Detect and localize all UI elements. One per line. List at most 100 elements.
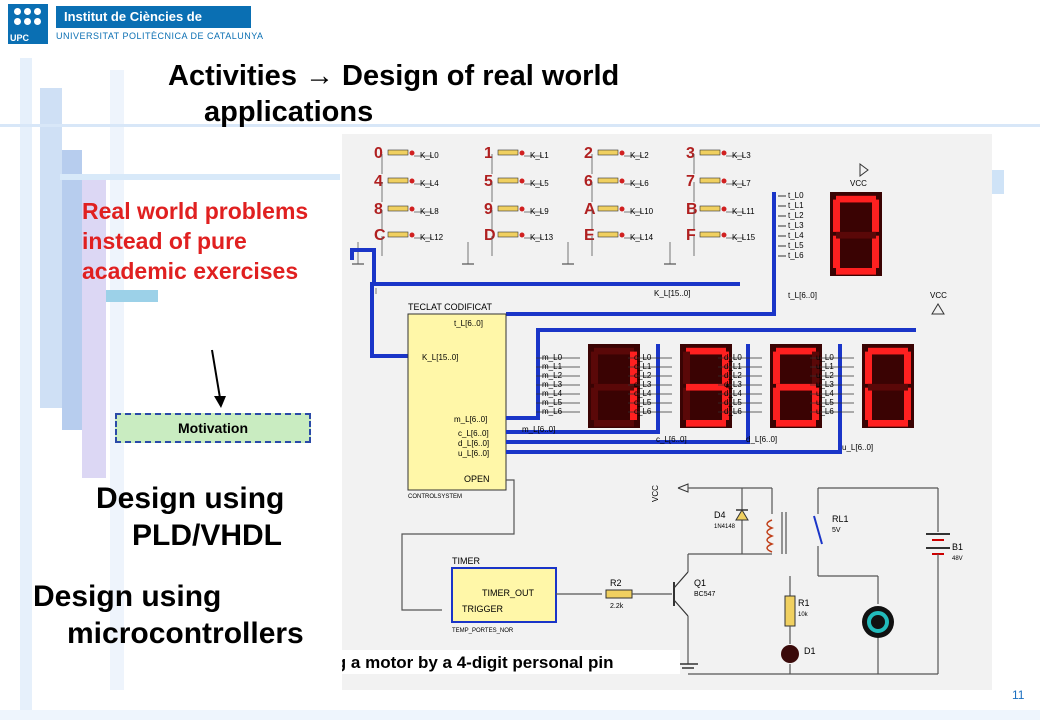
- led-d1: [781, 645, 799, 663]
- encoder-port-m: m_L[6..0]: [454, 415, 487, 424]
- key-label: 6: [584, 173, 593, 190]
- design-pld-line1: Design using: [96, 482, 285, 515]
- decorative-bar: [20, 58, 32, 718]
- key-signal: K_L10: [630, 207, 654, 216]
- encoder-port-c: c_L[6..0]: [458, 429, 489, 438]
- segment-g: [868, 383, 908, 391]
- vcc-arrow: [931, 303, 945, 315]
- segment-d: [776, 420, 816, 427]
- design-pld-line2: PLD/VHDL: [132, 519, 282, 552]
- key-switch: [387, 149, 409, 156]
- page-number: 11: [1012, 688, 1025, 702]
- timer-out-label: TIMER_OUT: [482, 588, 535, 598]
- key-signal: K_L0: [420, 151, 439, 160]
- key-signal: K_L15: [732, 233, 756, 242]
- segment-line-label: d_L1: [724, 362, 742, 371]
- b1-value: 48V: [952, 556, 963, 562]
- k-bus: K_L[15..0]: [350, 248, 740, 358]
- key-switch: [597, 205, 619, 212]
- key-label: 3: [686, 145, 695, 162]
- key-signal: K_L3: [732, 151, 751, 160]
- segment-a: [594, 347, 634, 355]
- decorative-bar: [40, 88, 62, 408]
- key-signal: K_L8: [420, 207, 439, 216]
- key-label: C: [374, 227, 386, 244]
- segment-line-label: c_L0: [634, 353, 652, 362]
- m-bus-label: m_L[6..0]: [522, 425, 555, 434]
- timer-block: TIMER TIMER_OUT TRIGGER TEMP_PORTES_NOR: [401, 479, 602, 634]
- digit-buses: m_L[6..0] c_L[6..0] d_L[6..0] u_L[6..0] …: [506, 291, 947, 454]
- segment-f: [833, 199, 840, 232]
- segment-line-label: c_L2: [634, 371, 652, 380]
- t-line-label: t_L5: [788, 241, 804, 250]
- segment-c: [812, 387, 819, 420]
- segment-f: [773, 351, 780, 384]
- segment-g: [776, 383, 816, 391]
- segment-line-label: m_L6: [542, 407, 563, 416]
- upc-logo-mark: UPC: [8, 4, 48, 44]
- segment-b: [812, 351, 819, 384]
- key-contact: [721, 232, 727, 238]
- key-contact: [619, 232, 625, 238]
- decorative-bar: [0, 710, 1040, 720]
- key-contact: [721, 206, 727, 212]
- segment-d: [686, 420, 726, 427]
- key-label: A: [584, 201, 596, 218]
- key-label: 2: [584, 145, 593, 162]
- rl1-label: RL1: [832, 514, 849, 524]
- decorative-bar: [62, 150, 82, 430]
- segment-a: [686, 347, 726, 355]
- key-contact: [519, 206, 525, 212]
- key-contact: [619, 206, 625, 212]
- segment-line-label: d_L5: [724, 398, 742, 407]
- q1-label: Q1: [694, 578, 706, 588]
- k-bus-label: K_L[15..0]: [654, 289, 690, 298]
- d1-label: D1: [804, 646, 816, 656]
- segment-line-label: m_L5: [542, 398, 563, 407]
- key-label: E: [584, 227, 595, 244]
- key-switch: [387, 177, 409, 184]
- d4-value: 1N4148: [714, 524, 736, 530]
- segment-line-label: c_L1: [634, 362, 652, 371]
- segment-line-label: u_L6: [816, 407, 834, 416]
- key-switch: [699, 149, 721, 156]
- segment-b: [722, 351, 729, 384]
- key-contact: [519, 178, 525, 184]
- key-label: 1: [484, 145, 493, 162]
- segment-f: [865, 351, 872, 384]
- segment-g: [594, 383, 634, 391]
- segment-g: [836, 231, 876, 239]
- key-switch: [497, 231, 519, 238]
- key-switch: [497, 205, 519, 212]
- segment-line-label: c_L5: [634, 398, 652, 407]
- segment-line-label: u_L3: [816, 380, 834, 389]
- key-signal: K_L9: [530, 207, 549, 216]
- key-switch: [597, 231, 619, 238]
- segment-e: [591, 387, 598, 420]
- design-mc-heading: Design using microcontrollers: [33, 578, 304, 652]
- segment-line-label: d_L2: [724, 371, 742, 380]
- timer-trigger-label: TRIGGER: [462, 604, 504, 614]
- key-switch: [699, 177, 721, 184]
- segment-d: [836, 268, 876, 275]
- t-line-label: t_L3: [788, 221, 804, 230]
- key-contact: [721, 178, 727, 184]
- segment-line-label: d_L3: [724, 380, 742, 389]
- b1-label: B1: [952, 542, 963, 552]
- segment-line-label: d_L4: [724, 389, 742, 398]
- decorative-bar: [0, 124, 1040, 127]
- encoder-block: TECLAT CODIFICAT t_L[6..0] K_L[15..0] m_…: [407, 302, 507, 500]
- segment-e: [833, 235, 840, 268]
- segment-d: [868, 420, 908, 427]
- vcc-arrow: [859, 163, 869, 177]
- segment-c: [722, 387, 729, 420]
- segment-e: [773, 387, 780, 420]
- d4-label: D4: [714, 510, 726, 520]
- real-world-note: Real world problems instead of pure acad…: [82, 198, 309, 284]
- t-line-label: t_L2: [788, 211, 804, 220]
- vcc-label: VCC: [930, 291, 947, 300]
- r1-value: 10k: [798, 612, 809, 618]
- slide-title-line1: Activities → Design of real world: [168, 60, 620, 92]
- encoder-port-d: d_L[6..0]: [458, 439, 489, 448]
